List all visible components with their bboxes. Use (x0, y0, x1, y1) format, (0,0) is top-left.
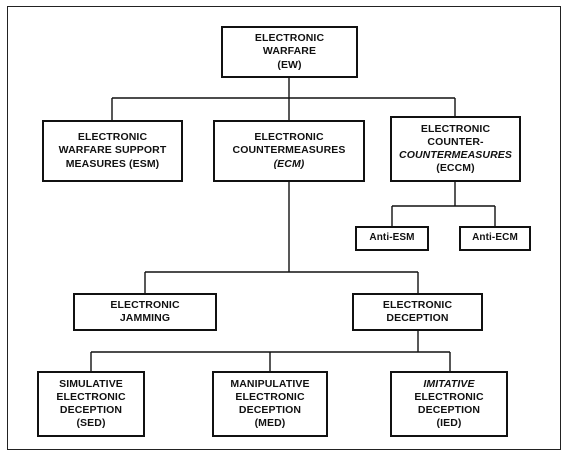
node-label-line: COUNTERMEASURES (399, 149, 512, 161)
node-label-line: MEASURES (ESM) (65, 157, 160, 170)
node-label-line: WARFARE SUPPORT (58, 144, 167, 157)
node-label-line: (SED) (76, 417, 106, 430)
node-label-line: DECEPTION (59, 404, 123, 416)
node-label-line: ELECTRONIC (254, 131, 324, 144)
node-label-line: JAMMING (119, 312, 171, 324)
node-label-line: ELECTRONIC (77, 131, 148, 144)
diagram-frame (7, 6, 561, 450)
node-label-line: COUNTERMEASURES (232, 144, 346, 157)
node-label-line: ELECTRONIC (420, 122, 491, 135)
node-label-line: DECEPTION (386, 312, 449, 324)
node-label-line: MANIPULATIVE (230, 377, 310, 390)
node-label-line: ELECTRONIC (110, 298, 180, 311)
node-label-line: WARFARE (262, 45, 317, 58)
node-anti-esm: Anti-ESM (355, 226, 429, 251)
node-label-line: ELECTRONIC (414, 390, 484, 403)
node-label-line: ELECTRONIC (56, 390, 126, 403)
node-label-line: IMITATIVE (423, 377, 475, 390)
node-label-line: DECEPTION (238, 404, 302, 416)
node-label-line: ELECTRONIC (382, 298, 453, 311)
node-label-line: ELECTRONIC (235, 390, 305, 403)
node-label-line: (ECM) (273, 157, 305, 170)
node-label-line: (EW) (277, 58, 302, 71)
node-label-line: ELECTRONIC (254, 32, 325, 45)
node-label-line: SIMULATIVE (59, 377, 123, 390)
node-label-line: Anti-ECM (472, 232, 518, 244)
node-label-line: (IED) (436, 417, 462, 430)
node-anti-ecm: Anti-ECM (459, 226, 531, 251)
node-label-line: (ECCM) (436, 162, 475, 175)
node-label-line: DECEPTION (417, 404, 481, 416)
node-label-line: (MED) (254, 417, 286, 430)
node-label-line: COUNTER- (427, 135, 484, 148)
node-label-line: Anti-ESM (369, 232, 415, 244)
